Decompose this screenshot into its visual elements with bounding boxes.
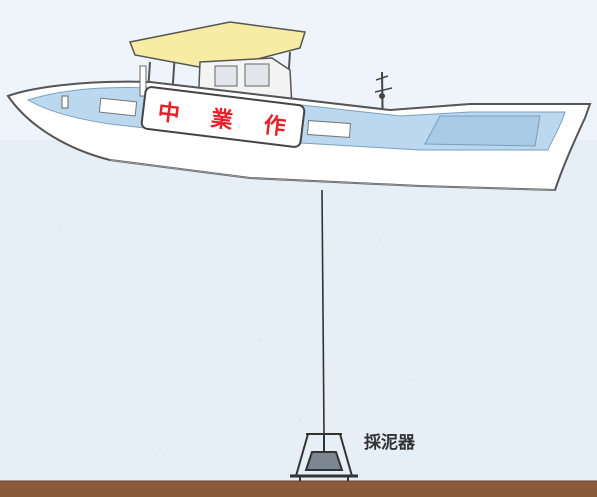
water (0, 140, 597, 485)
water-texture (39, 228, 561, 452)
sign-char-3: 作 (262, 113, 290, 141)
seabed (0, 481, 597, 497)
work-sign (140, 86, 306, 148)
boat (6, 21, 592, 192)
sign-char-1: 中 (156, 100, 184, 128)
sampler-label: 採泥器 (364, 433, 415, 453)
sediment-sampler (290, 433, 358, 481)
sign-char-2: 業 (209, 106, 237, 135)
winch-line (321, 189, 325, 435)
